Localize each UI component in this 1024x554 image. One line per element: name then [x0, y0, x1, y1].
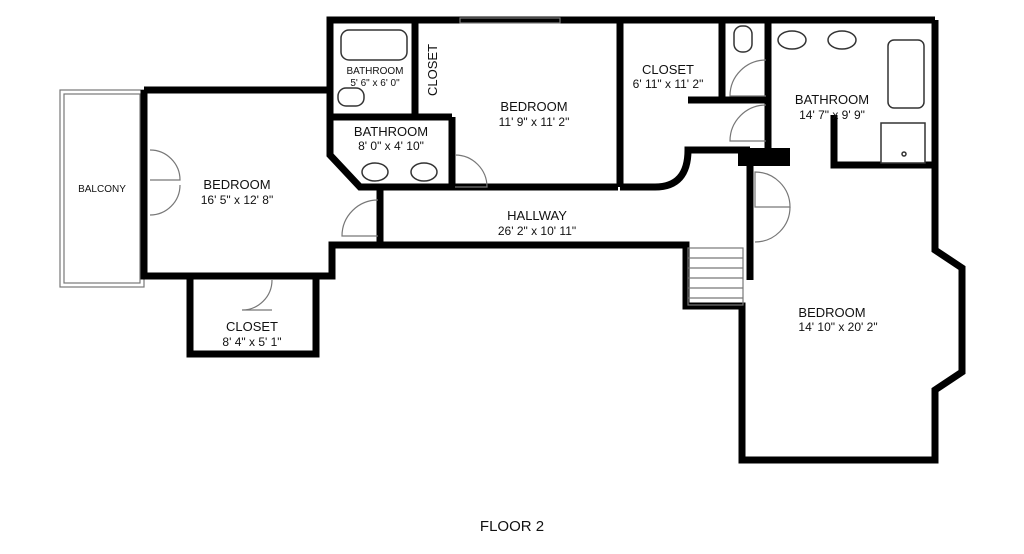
- floor-label: FLOOR 2: [480, 518, 544, 535]
- door-arc: [454, 154, 488, 188]
- window: [459, 17, 561, 24]
- bathroom-small-label: BATHROOM: [346, 66, 403, 77]
- bedroom-right-size: 14' 10" x 20' 2": [798, 320, 877, 334]
- door-arc: [149, 149, 181, 181]
- sink-icon: [827, 30, 857, 50]
- bedroom-mid-label: BEDROOM: [500, 99, 567, 114]
- toilet-icon: [733, 25, 753, 53]
- bedroom-right-label: BEDROOM: [798, 305, 865, 320]
- fixtures: [149, 17, 926, 311]
- closet-left-label: CLOSET: [226, 319, 278, 334]
- sink-icon: [777, 30, 807, 50]
- toilet-icon: [337, 87, 365, 107]
- door-arc: [149, 184, 181, 216]
- bathtub-icon: [340, 29, 408, 61]
- sink-icon: [410, 162, 438, 182]
- closet-left-size: 8' 4" x 5' 1": [222, 335, 281, 349]
- balcony-inner: [63, 93, 141, 284]
- bathroom-right-size: 14' 7" x 9' 9": [799, 108, 865, 122]
- bedroom-left-size: 16' 5" x 12' 8": [201, 193, 273, 207]
- bathroom-mid-label: BATHROOM: [354, 124, 428, 139]
- bathroom-right-label: BATHROOM: [795, 92, 869, 107]
- bathtub-icon: [887, 39, 925, 109]
- door-arc: [754, 206, 791, 243]
- sink-icon: [361, 162, 389, 182]
- hallway-label: HALLWAY: [507, 208, 567, 223]
- balcony-label: BALCONY: [78, 184, 126, 195]
- door-arc: [241, 279, 273, 311]
- shower-icon: [880, 122, 926, 164]
- bathroom-small-size: 5' 6" x 6' 0": [350, 78, 400, 89]
- bathroom-mid-size: 8' 0" x 4' 10": [358, 139, 424, 153]
- walls: [140, 16, 966, 464]
- closet-mid-label: CLOSET: [642, 62, 694, 77]
- bedroom-mid-size: 11' 9" x 11' 2": [499, 115, 570, 129]
- closet-vertical-label: CLOSET: [425, 44, 440, 96]
- door-arc: [729, 104, 767, 142]
- door-arc: [729, 59, 767, 97]
- door-arc: [754, 171, 791, 208]
- hallway-size: 26' 2" x 10' 11": [498, 224, 576, 238]
- door-arc: [341, 199, 379, 237]
- closet-mid-size: 6' 11" x 11' 2": [633, 77, 704, 91]
- bedroom-left-label: BEDROOM: [203, 177, 270, 192]
- stairs: [687, 247, 744, 306]
